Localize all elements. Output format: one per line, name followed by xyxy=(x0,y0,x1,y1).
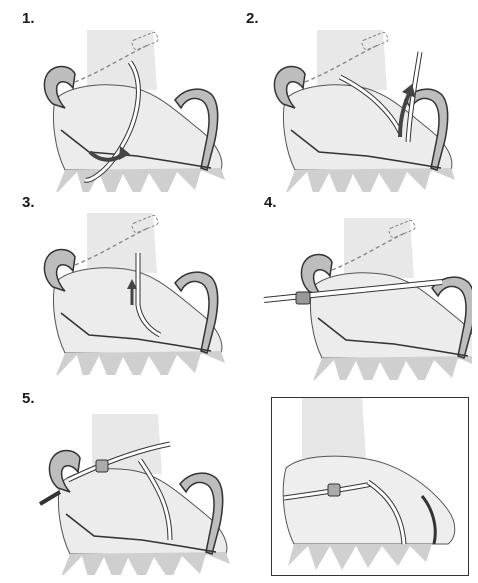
step-4-label: 4. xyxy=(264,194,277,211)
step-5-illustration xyxy=(20,400,240,575)
buckle-icon xyxy=(96,460,108,472)
step-1-illustration xyxy=(20,22,230,192)
buckle-icon xyxy=(296,292,310,304)
step-4-illustration xyxy=(262,210,472,380)
buckle-icon xyxy=(328,484,340,496)
step-2-illustration xyxy=(250,22,460,192)
final-boot-illustration xyxy=(272,398,468,575)
step-3-illustration xyxy=(20,205,230,375)
final-view-frame xyxy=(271,397,469,576)
